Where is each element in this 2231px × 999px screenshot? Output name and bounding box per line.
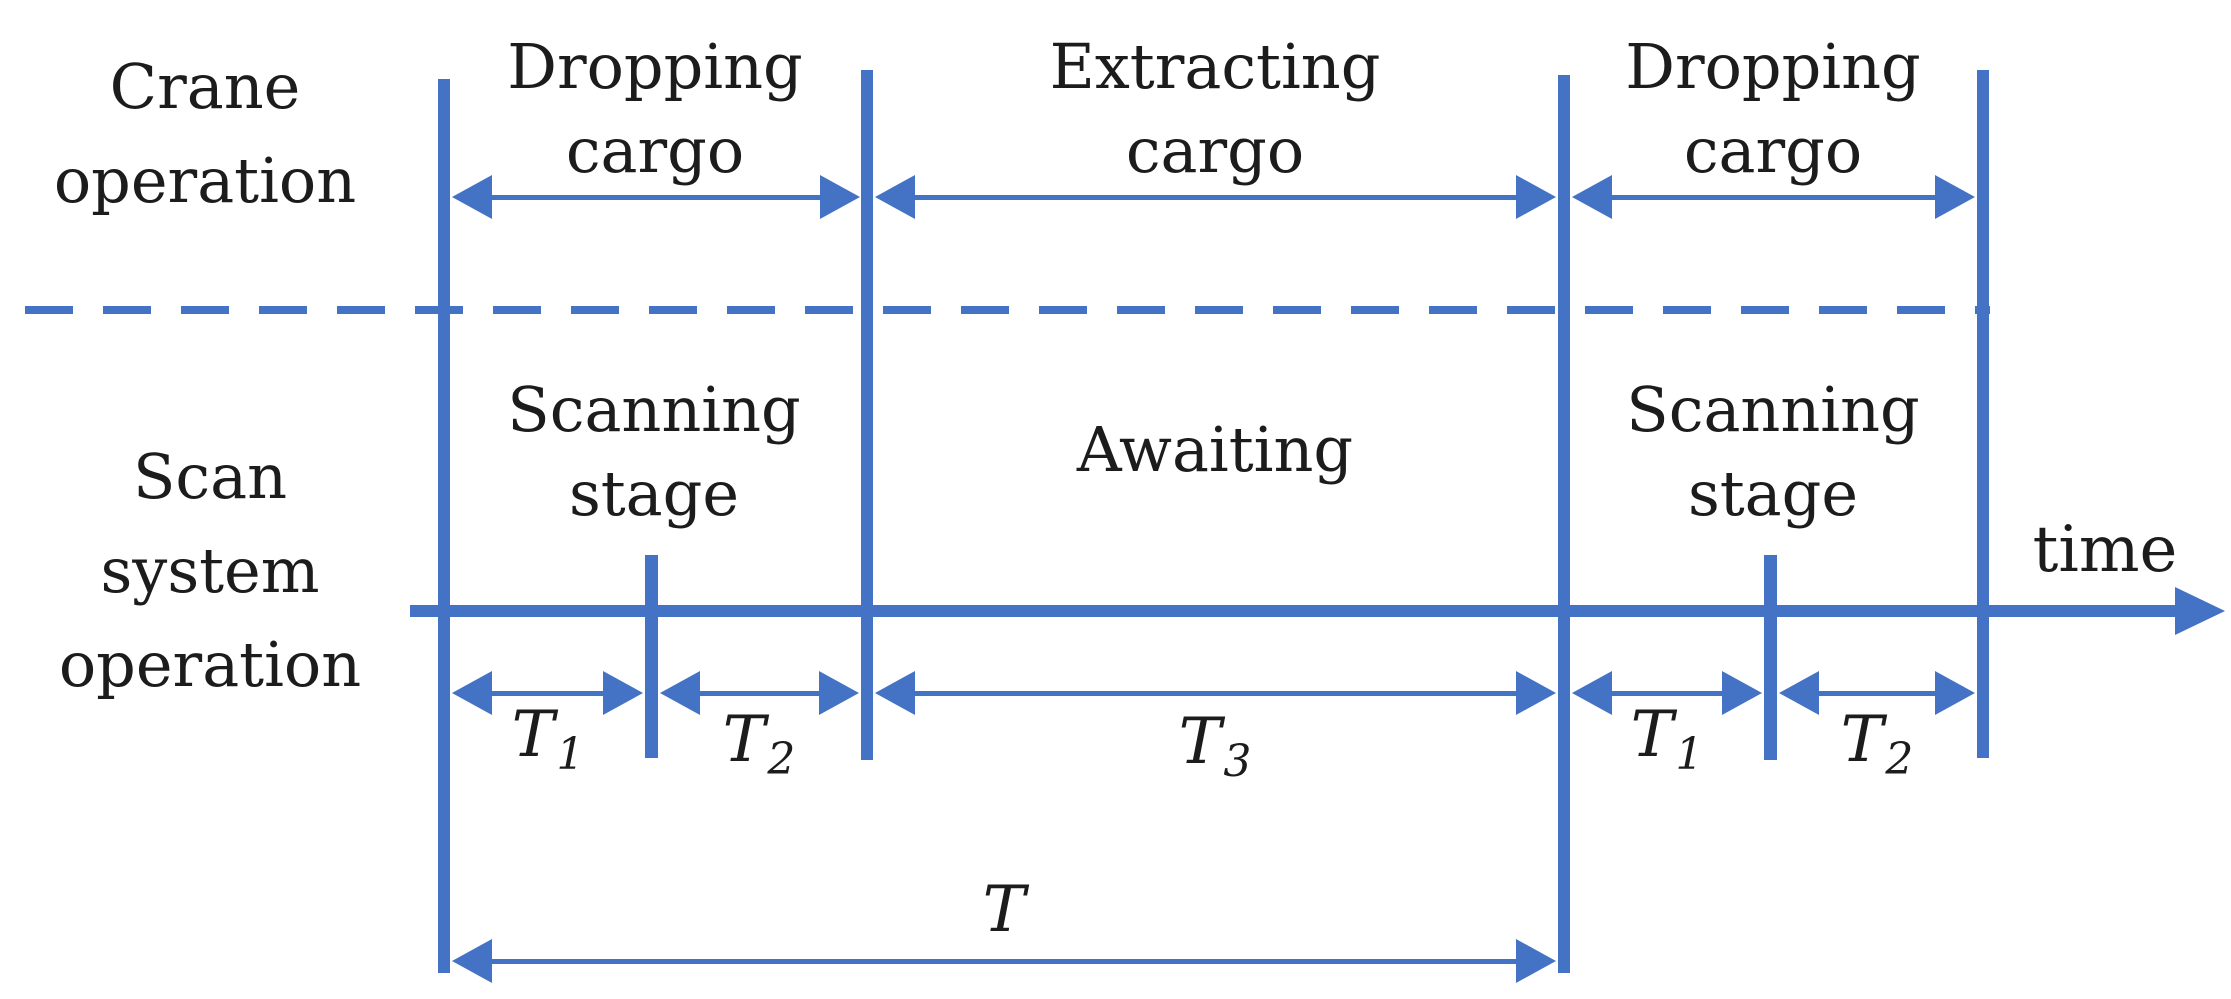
cycle-period-arrow [452, 939, 1556, 983]
interval-arrow-t3 [875, 671, 1556, 715]
crane-phase-3-line1: Dropping [1625, 30, 1921, 103]
boundary-line-3 [1558, 75, 1570, 973]
arrow-shaft [1606, 195, 1941, 200]
interval-label-t2-right: T2 [1797, 708, 1957, 782]
interval-label-t1-left: T1 [468, 703, 628, 777]
scan-phase-3-line1: Scanning [1626, 373, 1920, 446]
interval-arrow-t1-left [452, 671, 643, 715]
arrow-shaft [909, 195, 1522, 200]
interval-arrow-t2-left [660, 671, 859, 715]
scan-row-label-line1: Scan system [100, 440, 320, 607]
arrow-head-right [1935, 671, 1975, 715]
scan-phase-3-line2: stage [1687, 457, 1859, 530]
scan-phase-1-line2: stage [568, 457, 740, 530]
arrow-shaft [909, 691, 1522, 696]
scan-phase-label-1: Scanning stage [454, 368, 854, 536]
t-symbol: T [1178, 705, 1222, 779]
arrow-head-right [1516, 939, 1556, 983]
arrow-head-left [452, 939, 492, 983]
crane-phase-1-line1: Dropping [507, 30, 803, 103]
scan-end-tick-1 [645, 555, 658, 758]
t-symbol: T [511, 698, 555, 772]
arrow-shaft [694, 691, 825, 696]
interval-arrow-t2-right [1779, 671, 1975, 715]
time-axis [410, 605, 2175, 617]
scan-phase-2-line1: Awaiting [1076, 413, 1354, 486]
arrow-head-left [1572, 671, 1612, 715]
interval-label-t1-right: T1 [1587, 703, 1747, 777]
t-symbol: T [722, 703, 766, 777]
crane-phase-3-line2: cargo [1683, 114, 1863, 187]
arrow-head-left [660, 671, 700, 715]
t-subscript: 3 [1223, 736, 1252, 787]
arrow-shaft [486, 691, 609, 696]
t-symbol: T [1630, 698, 1674, 772]
arrow-head-right [819, 671, 859, 715]
arrow-head-left [875, 671, 915, 715]
arrow-head-left [1572, 175, 1612, 219]
arrow-shaft [1606, 691, 1728, 696]
cycle-period-label: T [924, 878, 1084, 942]
time-axis-label: time [2032, 513, 2178, 587]
arrow-head-left [1779, 671, 1819, 715]
scan-phase-1-line1: Scanning [507, 373, 801, 446]
arrow-shaft [486, 195, 826, 200]
arrow-head-left [452, 671, 492, 715]
scan-row-label-line2: operation [58, 628, 362, 701]
time-axis-arrowhead-icon [2175, 587, 2225, 635]
arrow-head-left [875, 175, 915, 219]
crane-phase-2-line2: cargo [1125, 114, 1305, 187]
scan-end-tick-2 [1764, 555, 1777, 760]
t-subscript: 1 [556, 729, 585, 780]
interval-arrow-t1-right [1572, 671, 1762, 715]
crane-phase-label-3: Dropping cargo [1573, 25, 1973, 193]
crane-phase-label-2: Extracting cargo [1015, 25, 1415, 193]
arrow-shaft [1813, 691, 1941, 696]
scan-row-label: Scan system operation [15, 430, 405, 712]
t-symbol: T [1840, 703, 1884, 777]
arrow-head-right [1516, 175, 1556, 219]
crane-row-label-line1: Crane [109, 50, 301, 123]
arrow-shaft [486, 959, 1522, 964]
crane-row-label: Crane operation [15, 40, 395, 228]
arrow-head-left [452, 175, 492, 219]
arrow-head-right [820, 175, 860, 219]
scan-phase-label-2: Awaiting [1015, 415, 1415, 485]
boundary-line-2 [861, 70, 873, 760]
crane-interval-arrow-3 [1572, 175, 1975, 219]
crane-interval-arrow-1 [452, 175, 860, 219]
crane-phase-1-line2: cargo [565, 114, 745, 187]
arrow-head-right [1722, 671, 1762, 715]
arrow-head-right [1516, 671, 1556, 715]
t-subscript: 2 [767, 734, 796, 785]
crane-row-label-line2: operation [53, 144, 357, 217]
arrow-head-right [1935, 175, 1975, 219]
crane-phase-2-line1: Extracting [1049, 30, 1381, 103]
crane-interval-arrow-2 [875, 175, 1556, 219]
row-divider-dashed-line [25, 306, 1990, 314]
boundary-line-1 [438, 79, 450, 973]
interval-label-t3: T3 [1135, 710, 1295, 784]
t-subscript: 2 [1885, 734, 1914, 785]
interval-label-t2-left: T2 [679, 708, 839, 782]
t-symbol: T [982, 873, 1026, 947]
scan-phase-label-3: Scanning stage [1573, 368, 1973, 536]
arrow-head-right [603, 671, 643, 715]
t-subscript: 1 [1675, 729, 1704, 780]
crane-phase-label-1: Dropping cargo [455, 25, 855, 193]
boundary-line-4 [1977, 70, 1989, 758]
